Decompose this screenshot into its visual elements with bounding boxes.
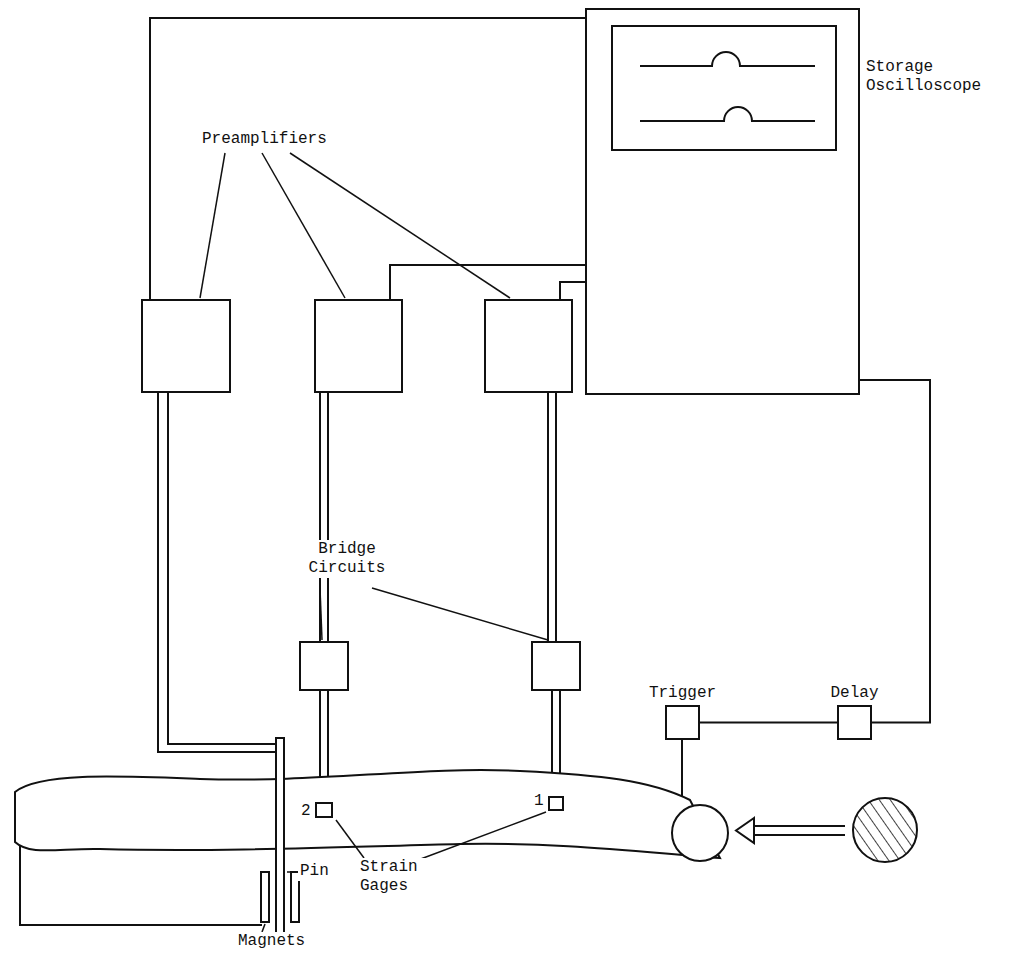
preamplifier-box bbox=[142, 300, 230, 392]
node-label: Storage Oscilloscope bbox=[866, 58, 1001, 96]
leader-line bbox=[418, 812, 546, 860]
projectile bbox=[736, 798, 917, 862]
part-label: Bridge Circuits bbox=[290, 540, 404, 578]
projectile bbox=[853, 798, 917, 862]
bone-specimen bbox=[15, 770, 728, 861]
delay-box: Delay bbox=[837, 705, 872, 740]
signal-wire bbox=[681, 740, 683, 803]
strain-gage bbox=[316, 797, 563, 817]
signal-wire bbox=[860, 380, 930, 723]
strain-gage bbox=[549, 797, 563, 810]
preamplifier-box bbox=[485, 300, 572, 392]
bone-specimen bbox=[672, 805, 728, 861]
projectile bbox=[752, 826, 845, 835]
signal-wire bbox=[560, 282, 585, 300]
oscilloscope-screen bbox=[612, 26, 836, 150]
bridge-circuit-box bbox=[300, 642, 348, 690]
part-label: Strain Gages bbox=[358, 858, 442, 896]
leader-line bbox=[262, 153, 345, 298]
leader-line bbox=[290, 153, 510, 298]
signal-wire bbox=[548, 392, 556, 642]
signal-wire bbox=[700, 722, 837, 724]
oscilloscope-screen bbox=[640, 52, 815, 66]
signal-wire bbox=[150, 18, 585, 300]
signal-wire bbox=[158, 392, 276, 752]
part-label: Preamplifiers bbox=[200, 130, 329, 149]
pin bbox=[276, 738, 284, 934]
leader-line bbox=[262, 924, 265, 932]
bridge-circuit-box bbox=[532, 642, 580, 690]
pin bbox=[276, 738, 284, 934]
callout-number: 2 bbox=[299, 802, 313, 821]
callout-number: 1 bbox=[532, 792, 546, 811]
bone-specimen bbox=[15, 770, 720, 858]
magnet bbox=[261, 872, 299, 922]
node-label: Trigger bbox=[649, 684, 716, 703]
oscilloscope-screen bbox=[640, 107, 815, 121]
leader-line bbox=[372, 588, 548, 640]
projectile bbox=[736, 818, 754, 843]
signal-wire bbox=[168, 392, 276, 744]
oscilloscope-box: Storage Oscilloscope bbox=[585, 8, 860, 395]
part-label: Magnets bbox=[236, 932, 307, 951]
signal-wire bbox=[20, 845, 262, 925]
preamplifier-box bbox=[315, 300, 402, 392]
magnet bbox=[261, 872, 269, 922]
signal-wire bbox=[320, 392, 328, 642]
bridge-circuit-box bbox=[300, 642, 580, 690]
leader-line bbox=[336, 820, 364, 858]
leader-line bbox=[200, 153, 225, 298]
node-label: Delay bbox=[830, 684, 878, 703]
trigger-box: Trigger bbox=[665, 705, 700, 740]
oscilloscope-screen bbox=[612, 26, 836, 150]
strain-gage bbox=[316, 803, 332, 817]
leader-line bbox=[200, 153, 548, 932]
preamplifier-box bbox=[142, 300, 572, 392]
leader-line bbox=[320, 588, 322, 640]
leader-line bbox=[287, 871, 296, 873]
part-label: Pin bbox=[298, 862, 331, 881]
